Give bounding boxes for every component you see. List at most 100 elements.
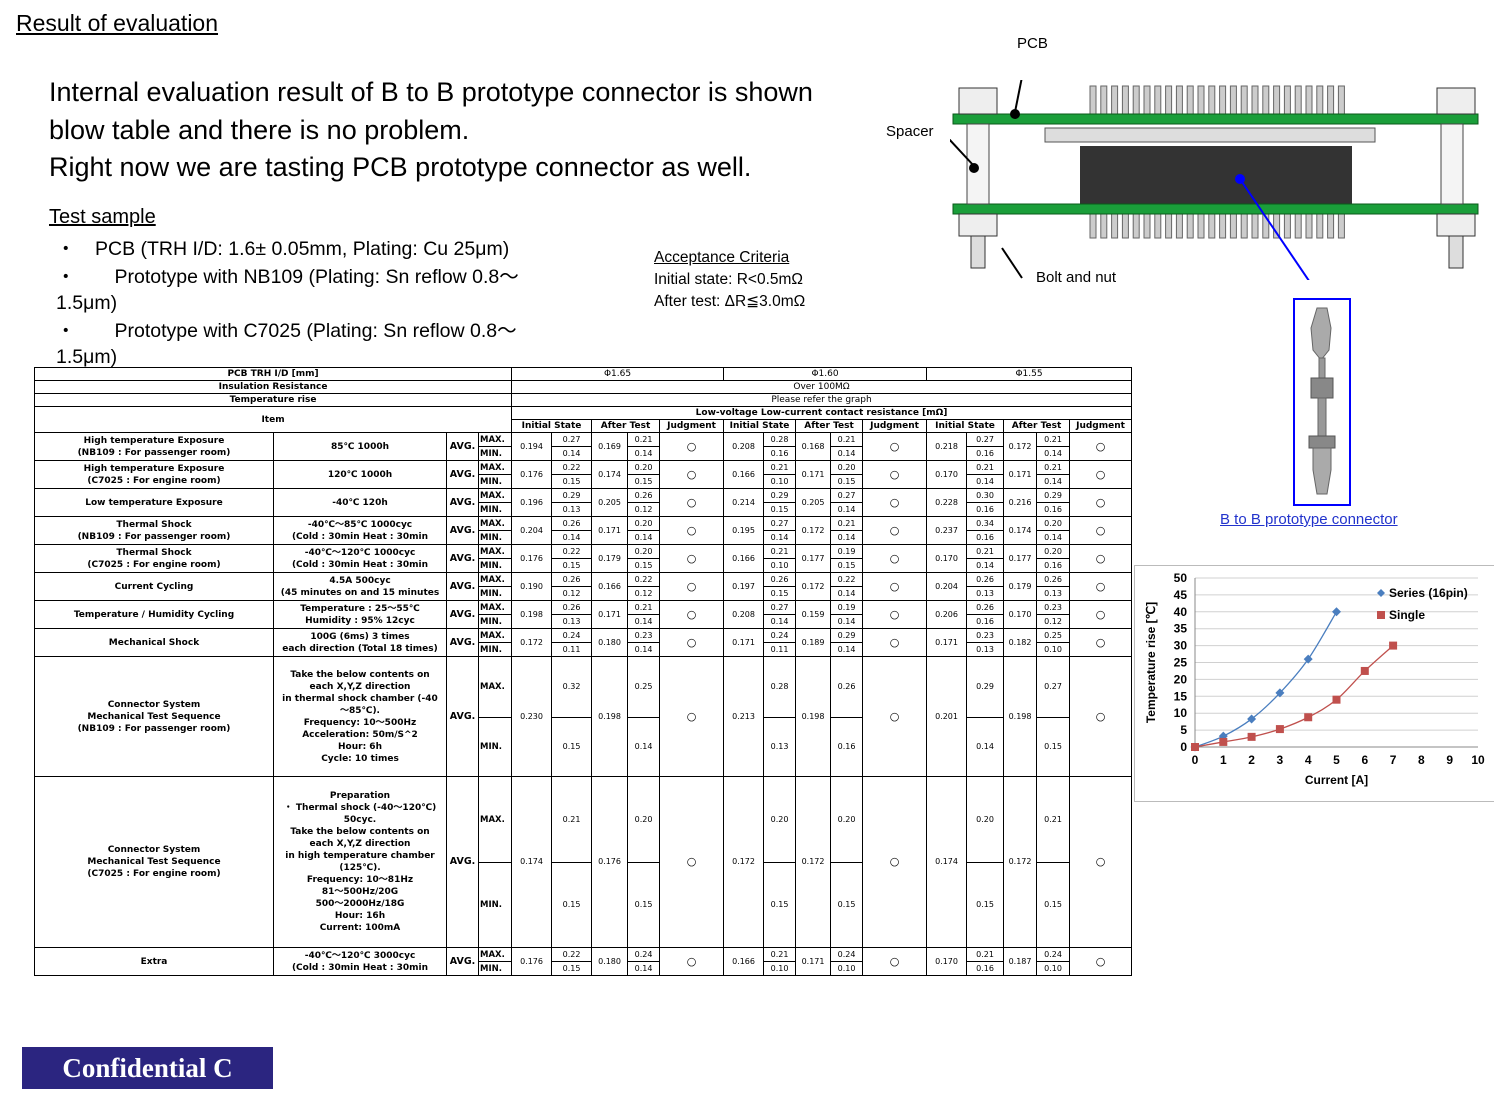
table-row: Thermal Shock(NB109 : For passenger room… bbox=[34, 516, 1133, 545]
connector-diagram bbox=[950, 80, 1479, 280]
initial-min: 0.16 bbox=[966, 961, 1005, 976]
initial-avg: 0.166 bbox=[723, 460, 765, 489]
pin bbox=[1175, 85, 1183, 115]
min-label: MIN. bbox=[477, 642, 513, 657]
initial-avg: 0.170 bbox=[926, 947, 968, 976]
after-min: 0.15 bbox=[830, 474, 864, 489]
judgment-header: Judgment bbox=[862, 419, 928, 433]
initial-max: 0.23 bbox=[966, 628, 1005, 643]
y-tick-label: 45 bbox=[1174, 588, 1188, 602]
test-condition-line: 100G (6ms) 3 times bbox=[310, 631, 410, 642]
after-avg: 0.182 bbox=[1003, 628, 1038, 657]
test-condition-line: ・ Thermal shock (-40～120℃) bbox=[283, 803, 437, 813]
pcb-top bbox=[952, 113, 1479, 125]
test-condition-line: Frequency: 10～500Hz bbox=[303, 717, 417, 728]
avg-label: AVG. bbox=[446, 516, 479, 545]
test-condition-line: (45 minutes on and 15 minutes bbox=[280, 587, 440, 598]
x-tick-label: 6 bbox=[1361, 753, 1368, 767]
connector-link[interactable]: B to B prototype connector bbox=[1220, 511, 1398, 528]
x-axis-label: Current [A] bbox=[1305, 773, 1368, 787]
initial-avg: 0.201 bbox=[926, 656, 968, 777]
acceptance-initial: Initial state: R<0.5mΩ bbox=[654, 271, 803, 288]
judgment: ○ bbox=[659, 600, 725, 629]
after-min: 0.15 bbox=[830, 558, 864, 573]
initial-min: 0.13 bbox=[763, 717, 797, 777]
y-tick-label: 35 bbox=[1174, 622, 1188, 636]
pin bbox=[1197, 85, 1205, 115]
test-sample-item: ・ PCB (TRH I/D: 1.6± 0.05mm, Plating: Cu… bbox=[56, 238, 510, 260]
pin bbox=[1208, 85, 1216, 115]
after-min: 0.15 bbox=[1036, 717, 1071, 777]
after-min: 0.16 bbox=[1036, 502, 1071, 517]
after-min: 0.14 bbox=[830, 530, 864, 545]
y-tick-label: 50 bbox=[1174, 571, 1188, 585]
after-min: 0.15 bbox=[627, 474, 661, 489]
after-avg: 0.198 bbox=[1003, 656, 1038, 777]
after-avg: 0.179 bbox=[591, 544, 629, 573]
pin bbox=[1154, 85, 1162, 115]
initial-max: 0.21 bbox=[763, 544, 797, 559]
initial-min: 0.10 bbox=[763, 961, 797, 976]
test-sample-item: ・ Prototype with C7025 (Plating: Sn refl… bbox=[56, 320, 517, 368]
x-tick-label: 10 bbox=[1471, 753, 1485, 767]
initial-max: 0.21 bbox=[966, 544, 1005, 559]
min-label: MIN. bbox=[477, 614, 513, 629]
judgment: ○ bbox=[1069, 544, 1133, 573]
avg-label: AVG. bbox=[446, 628, 479, 657]
y-tick-label: 25 bbox=[1174, 656, 1188, 670]
data-point bbox=[1275, 688, 1285, 698]
after-avg: 0.172 bbox=[795, 516, 832, 545]
judgment: ○ bbox=[862, 460, 928, 489]
pin-callout-line bbox=[1239, 178, 1310, 280]
test-condition-line: Current: 100mA bbox=[319, 923, 401, 933]
temp-rise-label: Temperature rise bbox=[33, 393, 513, 407]
after-max: 0.20 bbox=[627, 776, 661, 863]
initial-avg: 0.166 bbox=[723, 544, 765, 573]
max-label: MAX. bbox=[477, 628, 513, 643]
avg-label: AVG. bbox=[446, 488, 479, 517]
min-label: MIN. bbox=[477, 558, 513, 573]
x-tick-label: 4 bbox=[1305, 753, 1312, 767]
bolt-head-left bbox=[958, 213, 998, 237]
initial-avg: 0.176 bbox=[511, 544, 553, 573]
test-item: Mechanical Shock bbox=[34, 628, 274, 657]
housing-top bbox=[1044, 127, 1376, 143]
judgment: ○ bbox=[862, 656, 928, 777]
pin bbox=[1262, 85, 1270, 115]
initial-min: 0.14 bbox=[966, 558, 1005, 573]
test-condition-line: Humidity : 95% 12cyc bbox=[305, 615, 415, 626]
legend-marker bbox=[1377, 611, 1385, 619]
initial-min: 0.10 bbox=[763, 558, 797, 573]
initial-min: 0.14 bbox=[551, 446, 593, 461]
judgment: ○ bbox=[659, 460, 725, 489]
judgment: ○ bbox=[862, 544, 928, 573]
after-max: 0.20 bbox=[1036, 516, 1071, 531]
after-min: 0.10 bbox=[1036, 961, 1071, 976]
test-item: Current Cycling bbox=[34, 572, 274, 601]
test-item: Temperature / Humidity Cycling bbox=[34, 600, 274, 629]
evaluation-table: PCB TRH I/D [mm] Φ1.65 Φ1.60 Φ1.55 Insul… bbox=[33, 367, 1133, 976]
after-avg: 0.187 bbox=[1003, 947, 1038, 976]
x-tick-label: 0 bbox=[1192, 753, 1199, 767]
test-item-line: Thermal Shock bbox=[116, 519, 192, 530]
item-label: Item bbox=[33, 406, 513, 433]
test-item-line: High temperature Exposure bbox=[83, 463, 225, 474]
data-point bbox=[1247, 732, 1256, 741]
data-point bbox=[1332, 695, 1341, 704]
test-condition: -40℃～120℃ 1000cyc(Cold : 30min Heat : 30… bbox=[273, 544, 447, 573]
after-avg: 0.169 bbox=[591, 432, 629, 461]
after-max: 0.20 bbox=[1036, 544, 1071, 559]
after-min: 0.14 bbox=[627, 717, 661, 777]
judgment: ○ bbox=[862, 947, 928, 976]
pcb-label: PCB bbox=[1017, 35, 1048, 52]
after-max: 0.29 bbox=[830, 628, 864, 643]
initial-min: 0.14 bbox=[966, 474, 1005, 489]
after-avg: 0.189 bbox=[795, 628, 832, 657]
initial-min: 0.16 bbox=[966, 614, 1005, 629]
pcb-bottom bbox=[952, 203, 1479, 215]
judgment: ○ bbox=[1069, 776, 1133, 948]
